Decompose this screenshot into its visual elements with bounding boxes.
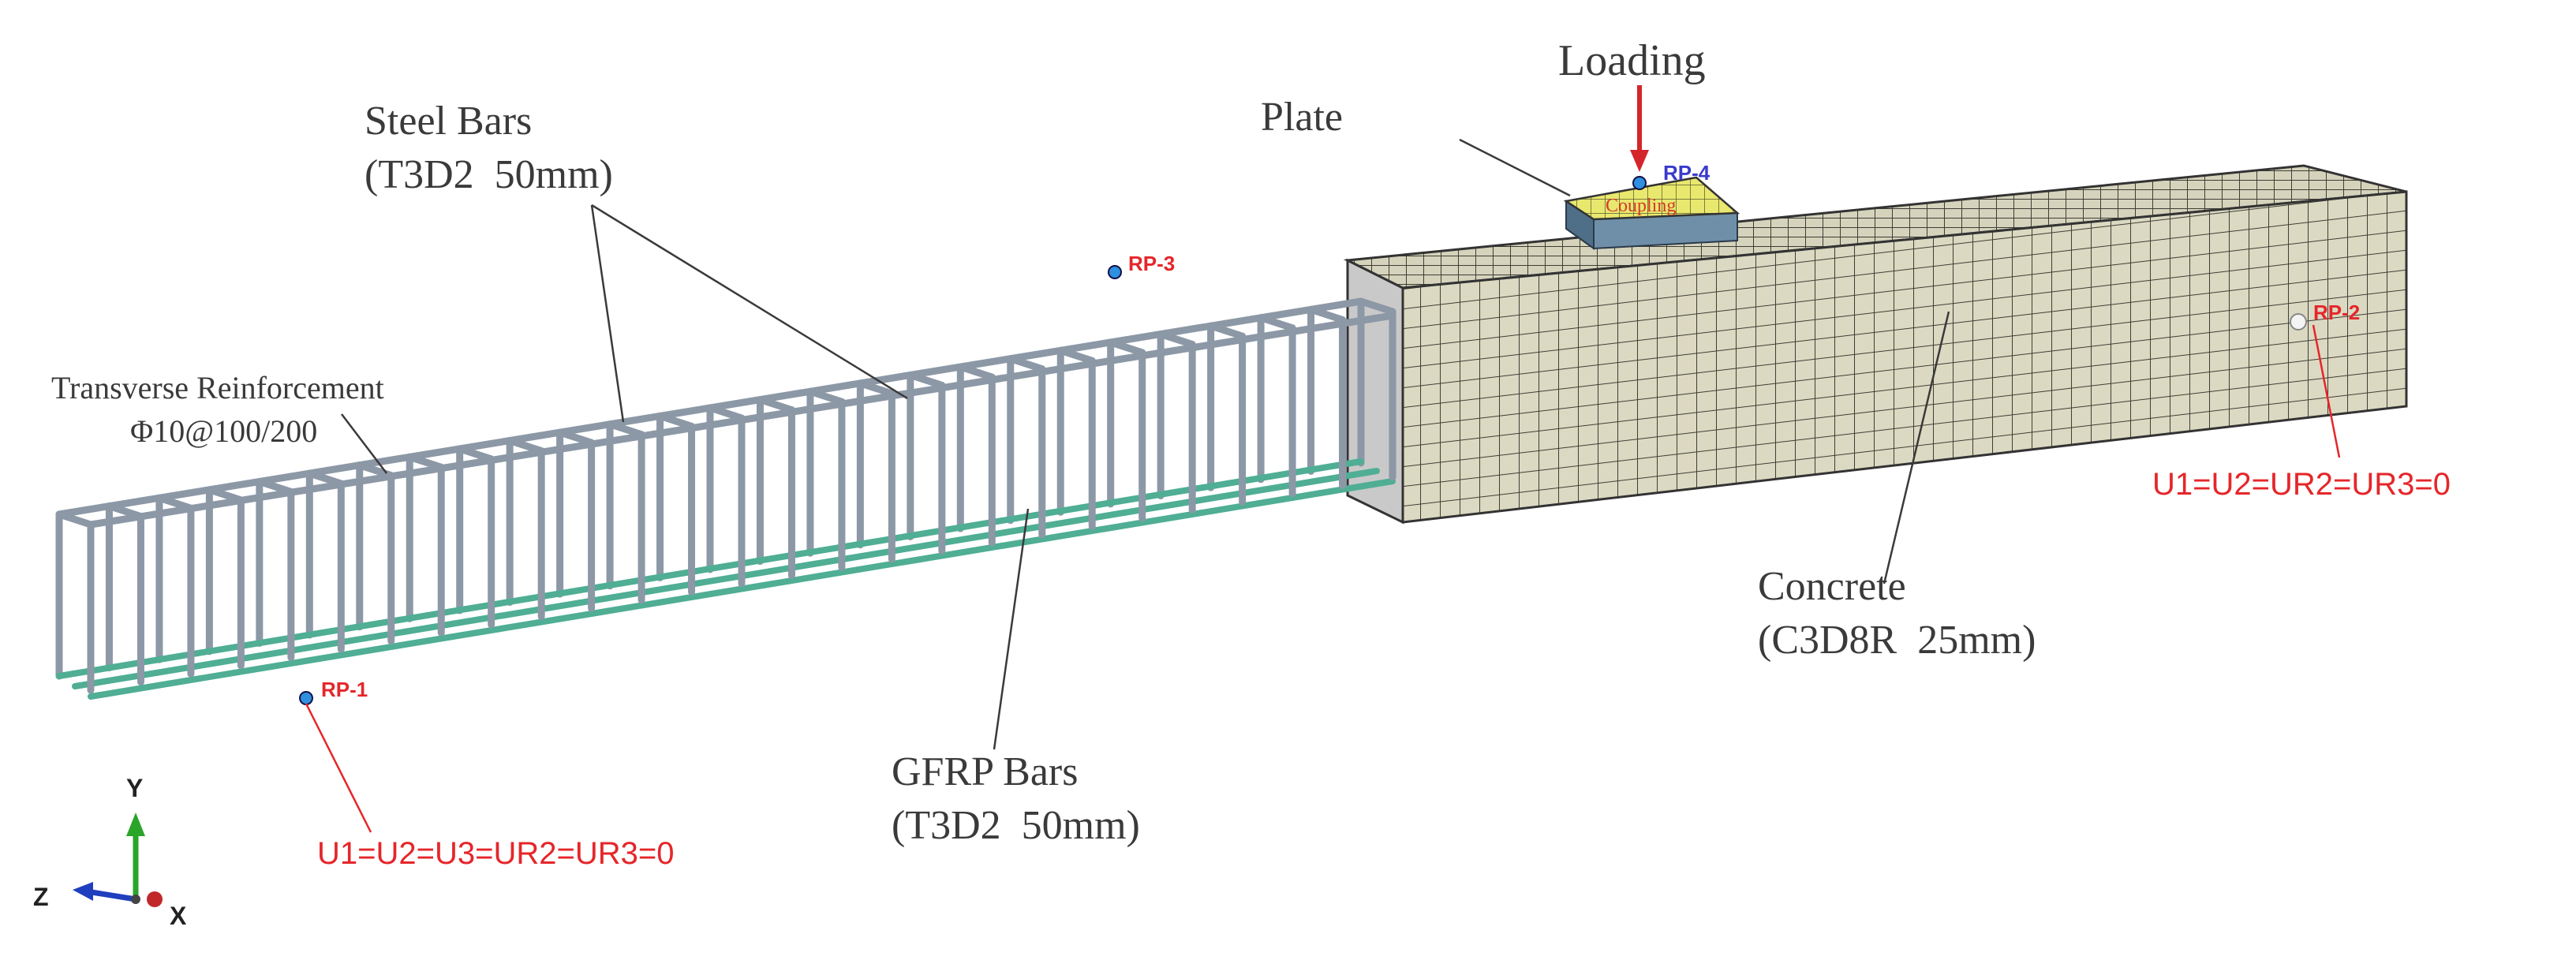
plate-label: Plate bbox=[1261, 95, 1343, 140]
rp2-boundary-condition: U1=U2=UR2=UR3=0 bbox=[2152, 467, 2451, 502]
transverse-reinforcement-label: Transverse Reinforcement bbox=[51, 370, 384, 405]
loading-plate: Coupling bbox=[1563, 176, 1740, 250]
rebar-cage bbox=[55, 297, 1396, 700]
loading-label: Loading bbox=[1558, 36, 1706, 85]
leader-lines bbox=[305, 138, 2341, 833]
rp4-marker: RP-4 bbox=[1632, 161, 1710, 190]
concrete-label: Concrete bbox=[1758, 564, 1906, 609]
loading-arrow bbox=[1630, 85, 1649, 172]
gfrp-bars-element-label: (T3D2 50mm) bbox=[892, 803, 1140, 848]
steel-bars-element-label: (T3D2 50mm) bbox=[365, 152, 613, 197]
plate-top-face bbox=[1563, 176, 1740, 221]
axis-x-label: X bbox=[170, 902, 187, 930]
steel-bars-label: Steel Bars bbox=[365, 99, 532, 144]
axis-triad: Y Z X bbox=[33, 774, 187, 930]
coupling-label: Coupling bbox=[1606, 196, 1676, 216]
transverse-stirrups-front bbox=[87, 308, 1396, 694]
rp1-label: RP-1 bbox=[321, 678, 368, 701]
transverse-spec-label: Φ10@100/200 bbox=[130, 413, 317, 449]
stirrup-top-leg bbox=[1357, 297, 1396, 316]
rp1-marker: RP-1 bbox=[299, 678, 368, 705]
rp1-boundary-condition: U1=U2=U3=UR2=UR3=0 bbox=[317, 836, 674, 871]
rp2-marker: RP-2 bbox=[2290, 301, 2360, 331]
rp4-label: RP-4 bbox=[1663, 161, 1710, 185]
axis-z-label: Z bbox=[33, 883, 49, 911]
rp3-marker: RP-3 bbox=[1108, 252, 1175, 279]
rp3-label: RP-3 bbox=[1128, 252, 1175, 275]
gfrp-bars-label: GFRP Bars bbox=[892, 749, 1078, 794]
concrete-element-label: (C3D8R 25mm) bbox=[1758, 618, 2036, 663]
axis-y-label: Y bbox=[126, 774, 143, 802]
rp2-label: RP-2 bbox=[2313, 301, 2360, 324]
